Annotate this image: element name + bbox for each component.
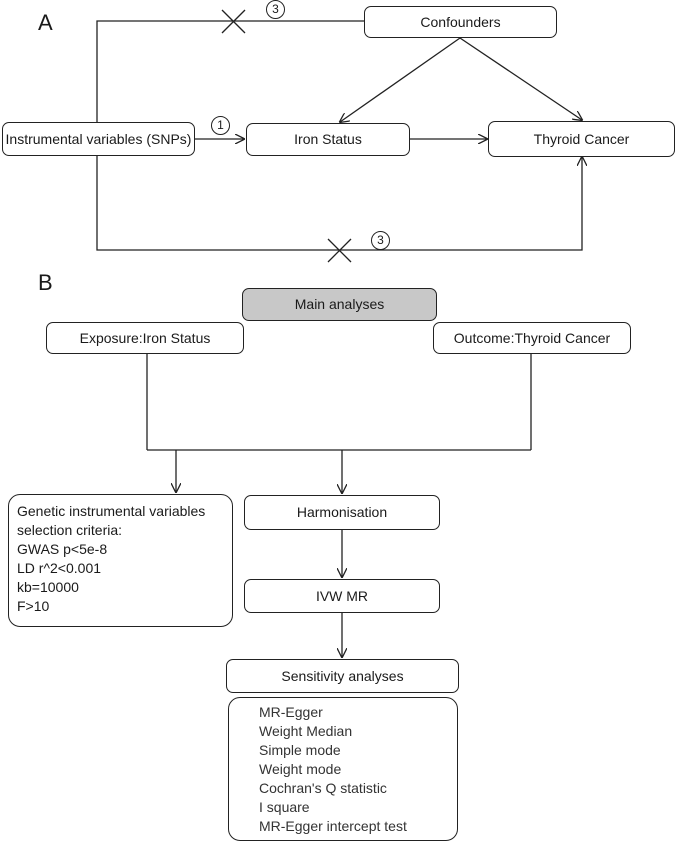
criteria-line: LD r^2<0.001 xyxy=(17,560,102,576)
selection-criteria-box: Genetic instrumental variables selection… xyxy=(8,494,233,627)
harmonisation-box: Harmonisation xyxy=(244,495,440,530)
confounders-box: Confounders xyxy=(364,6,557,38)
marker-1: 1 xyxy=(211,116,230,135)
panel-a-label: A xyxy=(38,10,53,35)
criteria-line: GWAS p<5e-8 xyxy=(17,541,108,557)
thyroid-cancer-box: Thyroid Cancer xyxy=(488,121,675,157)
iv-to-confounders-line xyxy=(96,20,364,122)
outcome-box: Outcome:Thyroid Cancer xyxy=(433,322,631,354)
method-item: Weight mode xyxy=(259,761,342,777)
criteria-line: F>10 xyxy=(17,598,50,614)
iv-to-thyroid-line xyxy=(96,155,582,251)
sensitivity-methods-box: MR-Egger Weight Median Simple mode Weigh… xyxy=(228,697,458,841)
method-item: Simple mode xyxy=(259,742,341,758)
main-analyses-box: Main analyses xyxy=(242,288,437,321)
method-item: Weight Median xyxy=(259,723,353,739)
ivw-mr-box: IVW MR xyxy=(244,579,440,613)
instrumental-variables-box: Instrumental variables (SNPs) xyxy=(2,122,195,156)
confounders-to-iron-arrow xyxy=(340,37,461,122)
method-item: MR-Egger intercept test xyxy=(259,818,407,834)
marker-3-top: 3 xyxy=(266,0,285,19)
criteria-line: kb=10000 xyxy=(17,579,79,595)
sensitivity-analyses-box: Sensitivity analyses xyxy=(226,659,459,693)
method-item: Cochran's Q statistic xyxy=(259,780,387,796)
marker-3-bottom: 3 xyxy=(371,231,390,250)
method-item: I square xyxy=(259,799,310,815)
iron-status-box: Iron Status xyxy=(246,123,410,156)
criteria-line: selection criteria: xyxy=(17,522,123,538)
method-item: MR-Egger xyxy=(259,704,323,720)
exposure-box: Exposure:Iron Status xyxy=(46,322,244,354)
panel-b-label: B xyxy=(38,270,53,295)
confounders-to-thyroid-arrow xyxy=(459,37,582,120)
criteria-line: Genetic instrumental variables xyxy=(17,503,206,519)
